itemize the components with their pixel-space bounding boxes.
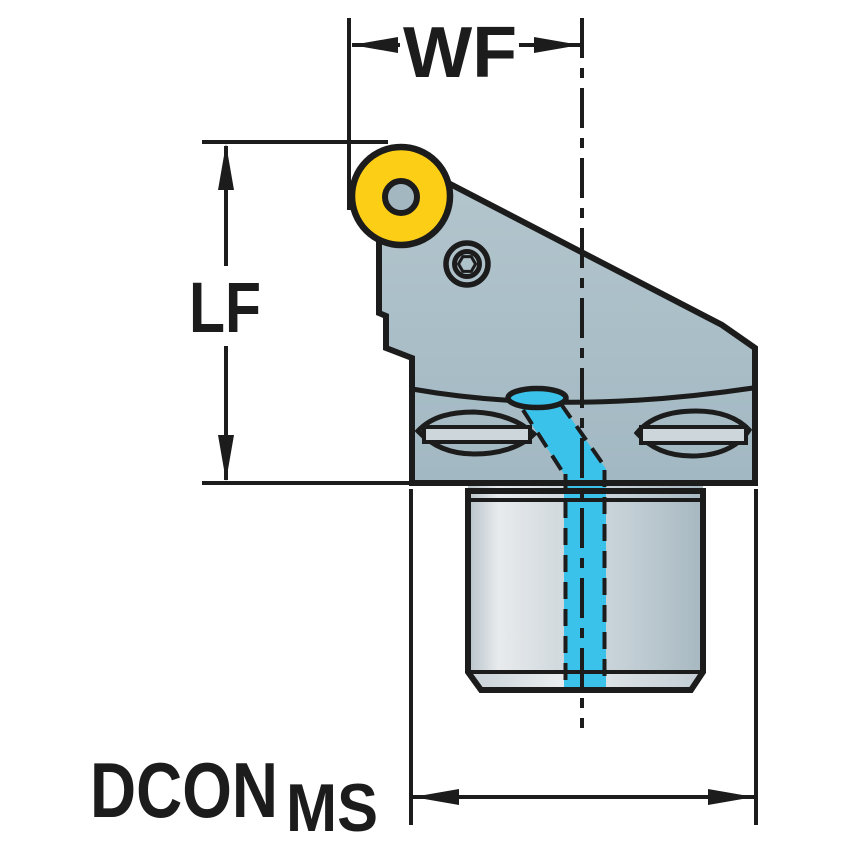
- tool-head-outline: [376, 153, 758, 486]
- tool-head-body: [379, 158, 755, 483]
- round-insert: [348, 143, 454, 249]
- coolant-inlet: [505, 385, 569, 411]
- clamp-slot-right: [633, 408, 753, 459]
- dcon-arrow-right: [708, 789, 754, 805]
- tool-outlines: [376, 153, 758, 693]
- dcon-subscript-label: MS: [286, 770, 378, 846]
- dcon-arrow-left: [413, 789, 459, 805]
- lf-arrow-top: [218, 144, 234, 190]
- clamp-screw-icon: [443, 240, 491, 288]
- wf-label: WF: [403, 13, 517, 93]
- lf-dimension: [202, 140, 414, 485]
- wf-arrow-left: [352, 37, 398, 53]
- head-neck-curve: [411, 385, 754, 405]
- wf-dimension: [347, 18, 580, 210]
- clamp-slot-left: [414, 409, 538, 457]
- lf-label: LF: [189, 269, 261, 348]
- dcon-label: DCON: [90, 746, 278, 834]
- coolant-channel: [519, 401, 606, 687]
- lf-arrow-bottom: [218, 435, 234, 481]
- coolant-bore-hidden-lines: [521, 402, 607, 684]
- insert-center-hole: [382, 178, 420, 216]
- wf-arrow-right: [534, 37, 580, 53]
- dcon-dimension: [409, 489, 758, 825]
